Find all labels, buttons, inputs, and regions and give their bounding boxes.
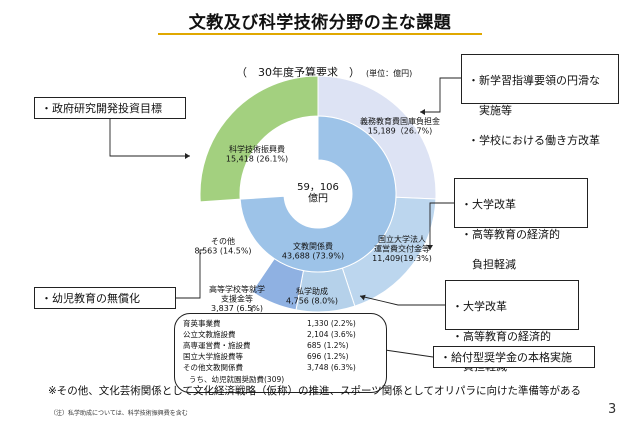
donut-slice-5 — [199, 75, 319, 203]
donut-center — [284, 160, 352, 228]
breakdown-row: 国立大学施設費等 696 (1.2%) — [183, 352, 379, 362]
breakdown-label: うち、幼児就園奨励費(309) — [189, 375, 285, 384]
leader-line-2 — [429, 202, 454, 250]
callout-free-preschool: ・幼児教育の無償化 — [34, 287, 176, 309]
callout-line: ・高等教育の経済的 — [461, 228, 560, 241]
subtitle-text: （ 30年度予算要求 ） — [236, 66, 360, 79]
page-title: 文教及び科学技術分野の主な課題 — [188, 13, 452, 33]
leader-line-4 — [359, 295, 445, 306]
page-number: 3 — [608, 402, 617, 417]
callout-line: 実施等 — [468, 104, 512, 117]
arrow-head-3 — [360, 294, 366, 301]
arrow-head-0 — [185, 153, 190, 159]
chart-subtitle: （ 30年度予算要求 ） (単位：億円) — [236, 64, 412, 80]
arrow-head-2 — [427, 245, 433, 250]
breakdown-value: 3,748 (6.3%) — [307, 363, 356, 372]
breakdown-box: 育英事業費 1,330 (2.2%) 公立文教施設費 2,104 (3.6%) 高専… — [174, 313, 387, 393]
breakdown-label: 高専運営費・施設費 — [183, 341, 251, 350]
callout-university-reform-1: ・大学改革 ・高等教育の経済的 負担軽減 — [454, 178, 588, 271]
breakdown-row: 高専運営費・施設費 685 (1.2%) — [183, 341, 379, 351]
callout-university-reform-2: ・大学改革 ・高等教育の経済的 負担軽減 — [445, 280, 579, 373]
leader-line-5 — [384, 349, 434, 358]
callout-line: ・大学改革 — [452, 300, 507, 313]
breakdown-row: その他文教関係費 3,748 (6.3%) — [183, 363, 379, 373]
breakdown-label: 国立大学施設費等 — [183, 352, 243, 361]
callout-line: ・学校における働き方改革 — [468, 134, 600, 147]
leader-line-3 — [176, 249, 204, 299]
breakdown-label: 公立文教施設費 — [183, 330, 236, 339]
breakdown-label: 育英事業費 — [183, 319, 221, 328]
breakdown-row: 育英事業費 1,330 (2.2%) — [183, 319, 379, 329]
arrow-head-1 — [420, 109, 425, 115]
breakdown-value: 696 (1.2%) — [307, 352, 349, 361]
callout-line: 負担軽減 — [461, 258, 516, 271]
callout-scholarship: ・給付型奨学金の本格実施 — [433, 346, 595, 368]
callout-line: ・大学改革 — [461, 198, 516, 211]
breakdown-value: 685 (1.2%) — [307, 341, 349, 350]
callout-line: ・高等教育の経済的 — [452, 330, 551, 343]
callout-line: ・新学習指導要領の円滑な — [468, 74, 600, 87]
breakdown-row: うち、幼児就園奨励費(309) — [189, 375, 385, 385]
breakdown-row: 公立文教施設費 2,104 (3.6%) — [183, 330, 379, 340]
breakdown-label: その他文教関係費 — [183, 363, 243, 372]
title-underline — [158, 33, 482, 35]
unit-label: (単位：億円) — [366, 69, 413, 78]
leader-line-0 — [109, 119, 190, 157]
leader-line-1 — [420, 77, 461, 113]
callout-curriculum-reform: ・新学習指導要領の円滑な 実施等 ・学校における働き方改革 — [461, 54, 619, 147]
subnote: （注）私学助成については、科学技術振興費を含む — [50, 410, 188, 417]
breakdown-value: 2,104 (3.6%) — [307, 330, 356, 339]
breakdown-value: 1,330 (2.2%) — [307, 319, 356, 328]
callout-government-rd-target: ・政府研究開発投資目標 — [34, 97, 186, 119]
footnote: ※その他、文化芸術関係として文化経済戦略（仮称）の推進、スポーツ関係としてオリパ… — [48, 385, 581, 397]
